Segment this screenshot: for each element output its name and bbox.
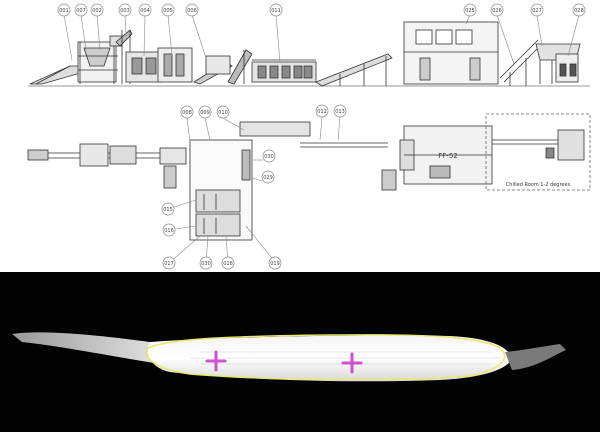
callout-label: 017: [164, 261, 174, 267]
callout-008: 008: [180, 105, 194, 119]
callout-009: 009: [198, 105, 212, 119]
callout-label: 027: [532, 8, 542, 14]
callout-025: 025: [463, 3, 477, 17]
callout-005: 005: [161, 3, 175, 17]
cutting-machine: [251, 59, 317, 83]
callout-label: 004: [140, 8, 150, 14]
callout-label: 016: [164, 228, 174, 234]
callout-label: 009: [200, 110, 210, 116]
callout-label: 026: [492, 8, 502, 14]
marker-right-icon: [341, 352, 363, 374]
elevation-callouts: 001 007 002 003 004 005 006 011 025 026 …: [57, 3, 586, 17]
callout-016: 016: [162, 223, 176, 237]
callout-028: 028: [572, 3, 586, 17]
processing-line-drawing: FF-52 Chilled Room 1-2 degrees 001 007 0…: [27, 3, 591, 270]
callout-015: 015: [161, 202, 175, 216]
callout-006: 006: [185, 3, 199, 17]
receiving-hopper: [77, 35, 123, 84]
detection-contour: [146, 334, 506, 381]
inspection-conveyors: [193, 49, 253, 85]
item-fringe: [505, 344, 566, 370]
callout-label: 030: [201, 261, 211, 267]
xray-scan-panel: [0, 272, 600, 432]
chilled-room-label: Chilled Room 1-2 degrees: [506, 182, 571, 188]
callout-010: 010: [216, 105, 230, 119]
callout-label: 015: [163, 207, 173, 213]
callout-label: 018: [223, 261, 233, 267]
callout-label: 003: [120, 8, 130, 14]
callout-027: 027: [530, 3, 544, 17]
callout-018: 018: [221, 256, 235, 270]
freezer-tunnel: [403, 21, 499, 85]
callout-label: 006: [187, 8, 197, 14]
plan-view: [27, 113, 591, 241]
callout-label: 030: [264, 154, 274, 160]
chilled-room-boundary: [485, 113, 591, 191]
callout-label: 007: [76, 8, 86, 14]
callout-013: 013: [333, 104, 347, 118]
callout-017: 017: [162, 256, 176, 270]
callout-label: 011: [271, 8, 281, 14]
callout-002: 002: [90, 3, 104, 17]
rising-conveyor: [315, 53, 393, 87]
callout-026: 026: [490, 3, 504, 17]
callout-label: 025: [465, 8, 475, 14]
callout-003: 003: [118, 3, 132, 17]
xray-scan-svg: [12, 332, 566, 382]
item-body: [147, 335, 512, 382]
callout-019: 019: [268, 256, 282, 270]
marker-left-icon: [205, 350, 227, 372]
callout-label: 001: [59, 8, 69, 14]
item-tail: [12, 332, 170, 364]
peeling-section: [125, 47, 193, 83]
callout-label: 012: [317, 109, 327, 115]
callout-011: 011: [269, 3, 283, 17]
callout-007: 007: [74, 3, 88, 17]
callout-label: 013: [335, 109, 345, 115]
callout-label: 010: [218, 110, 228, 116]
intake-conveyor: [29, 65, 85, 85]
callout-label: 002: [92, 8, 102, 14]
callout-030-upper: 030: [262, 149, 276, 163]
callout-029: 029: [261, 170, 275, 184]
callout-label: 008: [182, 110, 192, 116]
callout-012: 012: [315, 104, 329, 118]
freezer-label: FF-52: [438, 152, 458, 160]
callout-label: 028: [574, 8, 584, 14]
plan-callouts: 008 009 010 012 013 030 029 015 016 017 …: [161, 104, 347, 270]
callout-001: 001: [57, 3, 71, 17]
callout-004: 004: [138, 3, 152, 17]
packing-frame: [535, 43, 581, 84]
callout-030-lower: 030: [199, 256, 213, 270]
line-drawing-svg: FF-52 Chilled Room 1-2 degrees 001 007 0…: [27, 3, 591, 270]
callout-label: 019: [270, 261, 280, 267]
callout-label: 029: [263, 175, 273, 181]
callout-label: 005: [163, 8, 173, 14]
